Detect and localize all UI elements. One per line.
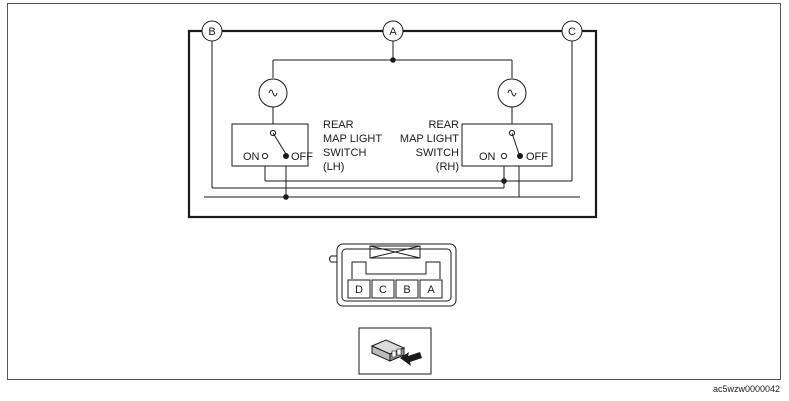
right-caption-line-3: SWITCH	[416, 147, 459, 159]
right-caption-line-1: REAR	[428, 119, 459, 131]
right-caption-line-4: (RH)	[436, 161, 459, 173]
terminal-c: C	[561, 20, 583, 42]
left-caption-line-3: SWITCH	[323, 147, 366, 159]
right-switch-caption: REAR MAP LIGHT SWITCH (RH)	[400, 119, 459, 173]
connector-view-icon	[358, 327, 432, 375]
right-bulb-icon	[497, 78, 527, 108]
figure-frame	[7, 3, 781, 380]
left-switch-on-label: ON	[243, 151, 260, 163]
left-caption-line-1: REAR	[323, 119, 354, 131]
right-switch: ON OFF	[461, 123, 553, 167]
connector-pins: D C B A	[347, 279, 443, 299]
right-caption-line-2: MAP LIGHT	[400, 133, 459, 145]
terminal-a: A	[382, 20, 404, 42]
junction-dots	[283, 57, 507, 200]
pin-b: B	[403, 284, 410, 296]
right-switch-on-label: ON	[479, 151, 496, 163]
left-switch-caption: REAR MAP LIGHT SWITCH (LH)	[323, 119, 382, 173]
terminal-b-label: B	[208, 26, 215, 38]
figure-code: ac5wzw0000042	[712, 384, 780, 394]
pin-a: A	[427, 284, 435, 296]
left-switch: ON OFF	[231, 123, 313, 167]
right-switch-off-label: OFF	[526, 151, 548, 163]
left-caption-line-2: MAP LIGHT	[323, 133, 382, 145]
terminal-a-label: A	[389, 26, 397, 38]
terminal-c-label: C	[568, 26, 576, 38]
pin-d: D	[355, 284, 363, 296]
left-caption-line-4: (LH)	[323, 161, 344, 173]
pin-c: C	[379, 284, 387, 296]
left-switch-off-label: OFF	[291, 151, 313, 163]
left-bulb-icon	[258, 78, 288, 108]
terminal-b: B	[201, 20, 223, 42]
